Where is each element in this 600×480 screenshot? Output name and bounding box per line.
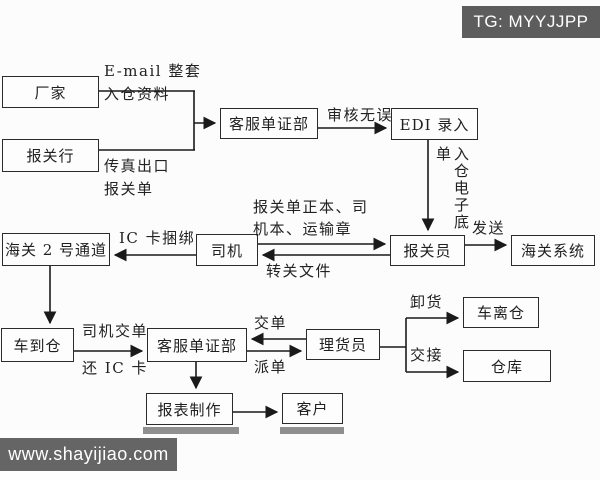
telegram-watermark-text: TG: MYYJJPP xyxy=(473,12,589,31)
node-warehouse: 仓库 xyxy=(463,350,551,382)
node-cs-docs-dept-2: 客服单证部 xyxy=(147,328,247,362)
edge-label-send: 发送 xyxy=(472,219,506,237)
site-watermark-text: www.shayijiao.com xyxy=(8,444,169,464)
edge-label-return-ic-card: 还 IC 卡 xyxy=(82,359,148,377)
node-customs-channel-2: 海关 2 号通道 xyxy=(2,233,110,266)
watermark-residue-strip-left xyxy=(143,427,239,434)
node-customs-broker-label: 报关行 xyxy=(26,147,75,165)
telegram-watermark-badge: TG: MYYJJPP xyxy=(462,6,600,38)
edge-label-fax-line2: 报关单 xyxy=(104,180,154,198)
node-driver-label: 司机 xyxy=(210,241,243,260)
edge-label-dispatch-docs: 派单 xyxy=(254,358,288,376)
node-factory: 厂家 xyxy=(2,76,99,108)
node-driver: 司机 xyxy=(196,234,258,266)
edge-label-driver-submits-docs: 司机交单 xyxy=(82,322,149,340)
node-customs-channel-2-label: 海关 2 号通道 xyxy=(4,241,108,259)
node-truck-leaves-warehouse: 车离仓 xyxy=(463,297,539,328)
edge-label-docs-line1: 报关单正本、司 xyxy=(253,198,369,216)
node-customs-system: 海关系统 xyxy=(511,235,595,266)
edge-label-verified-ok: 审核无误 xyxy=(327,106,394,124)
node-customer-label: 客户 xyxy=(296,400,329,418)
edge-label-email-line1: E-mail 整套 xyxy=(104,62,202,80)
node-customs-broker: 报关行 xyxy=(2,139,99,172)
node-customs-declarant: 报关员 xyxy=(390,235,465,266)
edge-label-docs-line2: 机本、运输章 xyxy=(253,220,353,238)
node-cs-docs-dept-1: 客服单证部 xyxy=(220,108,318,139)
edge-label-ic-card-binding: IC 卡捆绑 xyxy=(119,229,196,247)
edge-label-transit-docs: 转关文件 xyxy=(266,262,333,280)
node-truck-arrives-warehouse-label: 车到仓 xyxy=(13,336,62,355)
watermark-residue-strip-right xyxy=(280,427,344,434)
node-tallyman-label: 理货员 xyxy=(318,336,367,354)
edge-label-warehouse-eslip: 入仓电子底单 xyxy=(434,146,470,231)
node-customs-system-label: 海关系统 xyxy=(520,242,585,260)
edge-label-submit-docs: 交单 xyxy=(254,314,288,332)
node-tallyman: 理货员 xyxy=(306,329,380,360)
node-customs-declarant-label: 报关员 xyxy=(403,242,452,260)
node-edi-entry: EDI 录入 xyxy=(391,108,478,140)
site-watermark-badge: www.shayijiao.com xyxy=(0,438,177,471)
node-truck-arrives-warehouse: 车到仓 xyxy=(1,328,74,362)
node-truck-leaves-warehouse-label: 车离仓 xyxy=(476,304,525,322)
node-customer: 客户 xyxy=(282,393,343,424)
node-cs-docs-dept-1-label: 客服单证部 xyxy=(228,115,309,133)
node-edi-entry-label: EDI 录入 xyxy=(399,115,470,134)
node-cs-docs-dept-2-label: 客服单证部 xyxy=(156,336,237,355)
node-warehouse-label: 仓库 xyxy=(490,357,523,376)
edge-label-email-line2: 入仓资料 xyxy=(104,85,171,103)
edge-label-unload: 卸货 xyxy=(410,293,444,311)
node-report-making: 报表制作 xyxy=(146,393,233,425)
node-report-making-label: 报表制作 xyxy=(157,400,222,419)
node-factory-label: 厂家 xyxy=(34,83,67,102)
edge-label-handover: 交接 xyxy=(410,346,444,364)
edge-label-fax-line1: 传真出口 xyxy=(104,157,171,175)
